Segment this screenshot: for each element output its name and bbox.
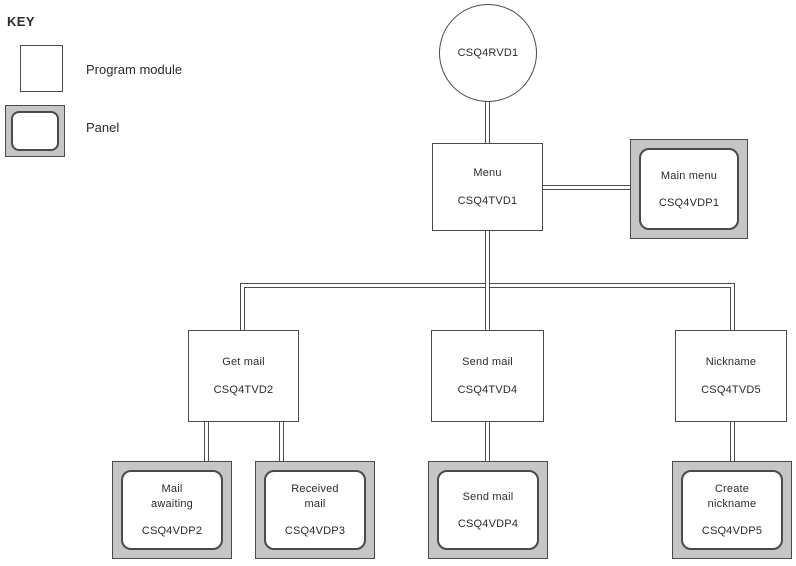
node-title: Mail awaiting bbox=[151, 482, 193, 512]
node-main-menu-panel: Main menu CSQ4VDP1 bbox=[630, 139, 748, 239]
node-title-line2: awaiting bbox=[151, 498, 193, 510]
node-code: CSQ4VDP5 bbox=[701, 525, 763, 537]
node-create-nickname-panel: Create nickname CSQ4VDP5 bbox=[672, 461, 792, 559]
node-title-line1: Received bbox=[291, 483, 339, 495]
node-code: CSQ4RVD1 bbox=[457, 47, 519, 59]
node-received-mail-panel: Received mail CSQ4VDP3 bbox=[255, 461, 375, 559]
panel-swatch-screen bbox=[11, 111, 59, 151]
node-code: CSQ4VDP3 bbox=[284, 525, 346, 537]
node-title-line2: nickname bbox=[707, 498, 757, 510]
node-title: Send mail bbox=[462, 490, 514, 503]
node-code: CSQ4VDP2 bbox=[141, 525, 203, 537]
node-send-mail-panel: Send mail CSQ4VDP4 bbox=[428, 461, 548, 559]
node-code: CSQ4TVD5 bbox=[701, 384, 761, 396]
panel-screen: Received mail CSQ4VDP3 bbox=[264, 470, 366, 550]
node-title-line2: mail bbox=[304, 498, 326, 510]
node-nickname-module: Nickname CSQ4TVD5 bbox=[675, 330, 787, 422]
panel-screen: Main menu CSQ4VDP1 bbox=[639, 148, 739, 230]
node-title-line1: Mail bbox=[161, 483, 183, 495]
node-code: CSQ4VDP1 bbox=[658, 196, 720, 209]
node-title: Main menu bbox=[660, 169, 718, 182]
node-get-mail-module: Get mail CSQ4TVD2 bbox=[188, 330, 299, 422]
node-code: CSQ4VDP4 bbox=[457, 517, 519, 530]
panel-screen: Send mail CSQ4VDP4 bbox=[437, 470, 539, 550]
node-title: Create nickname bbox=[708, 482, 757, 512]
node-title: Menu bbox=[473, 167, 502, 179]
node-title: Received mail bbox=[291, 482, 338, 512]
node-title: Get mail bbox=[222, 356, 265, 368]
panel-label: Panel bbox=[86, 120, 120, 135]
node-menu-module: Menu CSQ4TVD1 bbox=[432, 143, 543, 231]
key-heading: KEY bbox=[7, 14, 35, 29]
program-module-label: Program module bbox=[86, 62, 183, 77]
node-send-mail-module: Send mail CSQ4TVD4 bbox=[431, 330, 544, 422]
panel-screen: Create nickname CSQ4VDP5 bbox=[681, 470, 783, 550]
node-code: CSQ4TVD2 bbox=[213, 384, 274, 396]
node-code: CSQ4TVD1 bbox=[457, 195, 518, 207]
node-title: Nickname bbox=[705, 356, 757, 368]
panel-screen: Mail awaiting CSQ4VDP2 bbox=[121, 470, 223, 550]
node-title: Send mail bbox=[462, 356, 513, 368]
node-mail-awaiting-panel: Mail awaiting CSQ4VDP2 bbox=[112, 461, 232, 559]
node-code: CSQ4TVD4 bbox=[457, 384, 518, 396]
node-root-circle: CSQ4RVD1 bbox=[439, 4, 537, 102]
program-module-swatch bbox=[20, 45, 63, 92]
node-title-line1: Create bbox=[714, 483, 750, 495]
panel-swatch bbox=[5, 105, 65, 157]
